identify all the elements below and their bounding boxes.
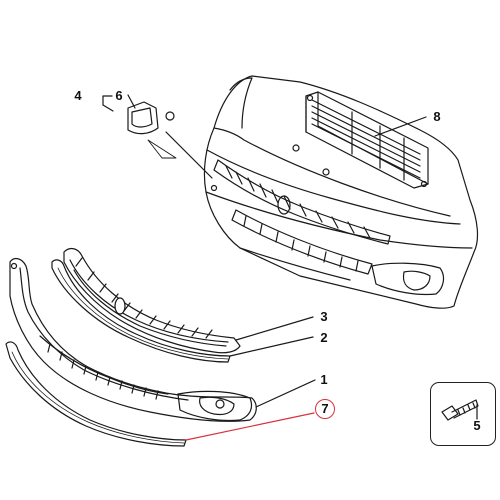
leader-4 [102,95,113,106]
callout-4: 4 [74,88,82,103]
lower-trim-strip [5,341,187,447]
callout-5: 5 [473,418,481,433]
leader-4b [102,104,114,112]
lower-bumper-skin [9,257,257,422]
callout-1: 1 [320,372,328,387]
leader-1 [255,379,316,408]
leader-7 [185,412,315,441]
leader-3 [235,316,314,341]
callout-6: 6 [115,88,123,103]
grille-shutter [305,91,429,189]
leader-4-pointer [165,131,213,179]
leader-8 [374,116,427,137]
upper-grille [63,247,241,354]
callout-8: 8 [433,109,441,124]
callout-2: 2 [320,330,328,345]
leader-2 [229,336,314,357]
front-bumper [203,75,479,309]
leader-6 [127,94,136,109]
callout-3: 3 [320,309,328,324]
bolt-inset-frame [430,382,496,446]
callout-7: 7 [315,399,335,419]
bolt [441,399,479,421]
tow-hook-cover [127,101,177,159]
grille-chrome-trim [51,259,231,363]
